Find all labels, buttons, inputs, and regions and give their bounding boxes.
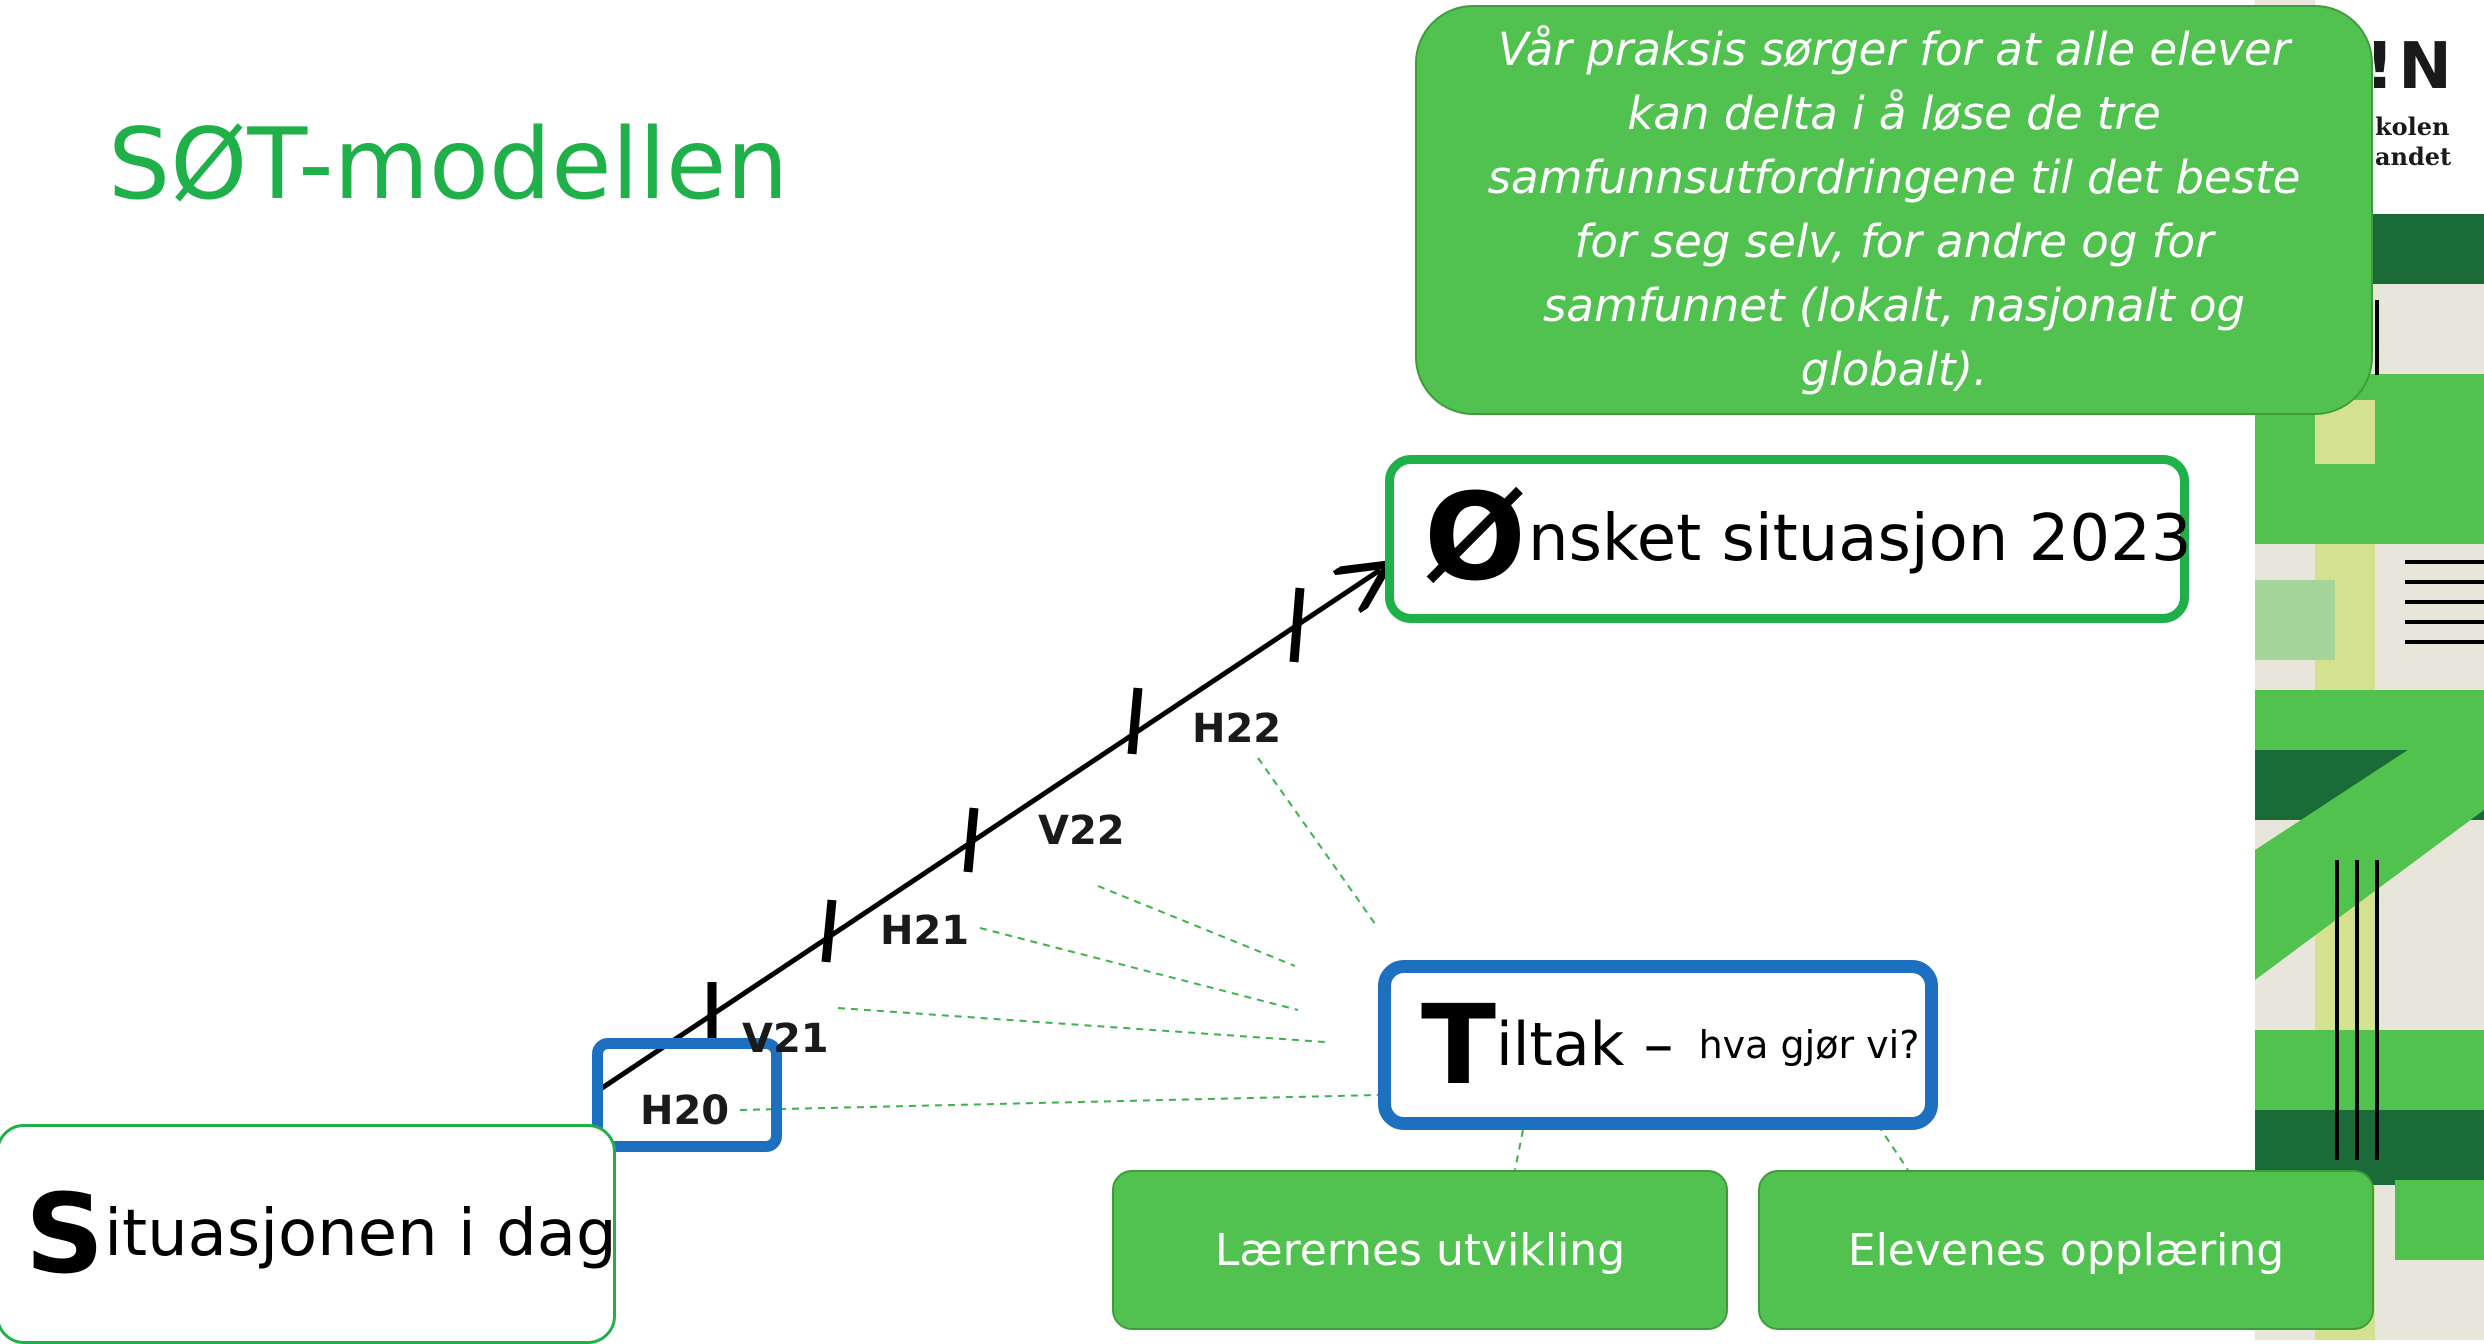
- milestone-label-h22: H22: [1192, 706, 1282, 752]
- connector-teachers: [1514, 1129, 1524, 1171]
- slide-title: SØT-modellen: [108, 108, 789, 222]
- teachers-development-label: Lærernes utvikling: [1214, 1224, 1626, 1276]
- tick-v22: [963, 807, 979, 873]
- students-training-label: Elevenes opplæring: [1847, 1224, 2285, 1276]
- milestone-label-v22: V22: [1038, 808, 1125, 854]
- milestone-label-h21: H21: [880, 908, 970, 954]
- current-state-initial: S: [25, 1170, 105, 1298]
- connector-h22: [1257, 757, 1379, 929]
- tick-end: [1289, 587, 1305, 663]
- connector-students: [1877, 1124, 1909, 1171]
- milestone-label-h20: H20: [640, 1088, 730, 1134]
- teachers-development-box: Lærernes utvikling: [1112, 1170, 1728, 1330]
- current-state-text: ituasjonen i dag: [104, 1197, 617, 1271]
- connector-v22: [1097, 885, 1296, 967]
- callout-text: Vår praksis sørger for at alle elever ka…: [1487, 23, 2301, 396]
- tick-h21: [821, 899, 837, 963]
- tick-h22: [1127, 687, 1143, 755]
- logo-text: kolen andet: [2375, 112, 2452, 171]
- actions-dash: –: [1624, 1010, 1693, 1080]
- milestone-label-v21: V21: [742, 1016, 829, 1062]
- students-training-box: Elevenes opplæring: [1758, 1170, 2374, 1330]
- connector-h20: [739, 1094, 1379, 1111]
- h20-highlight-box: [592, 1038, 782, 1152]
- desired-state-initial: Ø: [1424, 469, 1527, 608]
- timeline-arrow: [594, 570, 1380, 1095]
- actions-question: hva gjør vi?: [1698, 1023, 1920, 1067]
- connector-v21: [837, 1007, 1326, 1043]
- actions-initial: T: [1421, 981, 1497, 1109]
- vision-callout: Vår praksis sørger for at alle elever ka…: [1415, 5, 2373, 415]
- desired-state-text: nsket situasjon 2023: [1528, 502, 2192, 576]
- actions-text: iltak: [1496, 1010, 1625, 1080]
- connector-h21: [979, 927, 1299, 1011]
- logo-mark: !N: [2365, 30, 2456, 104]
